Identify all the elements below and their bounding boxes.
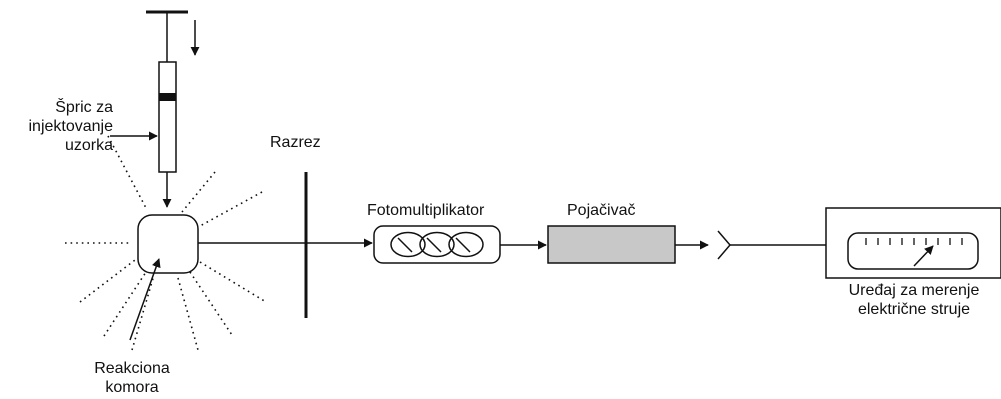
photomultiplier-label: Fotomultiplikator	[367, 202, 485, 219]
slit-label: Razrez	[270, 134, 321, 151]
meter-label: Uređaj za merenje električne struje	[834, 281, 994, 319]
syringe	[110, 10, 200, 208]
photomultiplier-tube	[373, 225, 501, 264]
reaction-chamber	[137, 214, 199, 274]
meter-needle	[913, 245, 934, 267]
syringe-label-line-1: Špric za	[55, 99, 113, 116]
chamber-label-arrow	[129, 258, 161, 341]
syringe-label-line-2: injektovanje	[28, 118, 114, 135]
chamber-label: Reakciona komora	[72, 359, 192, 397]
dynode-coil-2	[419, 231, 455, 258]
connector	[717, 230, 826, 260]
amplifier	[547, 225, 676, 264]
dynode-coil-3	[448, 231, 484, 258]
chamber-label-line-2: komora	[105, 379, 159, 396]
syringe-barrel	[158, 61, 177, 173]
dynode-coil-1	[390, 231, 426, 258]
meter-label-line-2: električne struje	[857, 301, 971, 318]
amplifier-label: Pojačivač	[567, 202, 636, 219]
emission-rays	[65, 135, 267, 351]
meter-label-line-1: Uređaj za merenje	[848, 282, 980, 299]
syringe-label-line-3: uzorka	[64, 137, 113, 154]
chamber-label-line-1: Reakciona	[94, 360, 170, 377]
current-meter	[825, 207, 1001, 279]
syringe-label: Špric za injektovanje uzorka	[29, 98, 114, 155]
meter-scale	[865, 238, 963, 245]
syringe-piston	[159, 93, 176, 101]
meter-dial	[847, 232, 979, 270]
